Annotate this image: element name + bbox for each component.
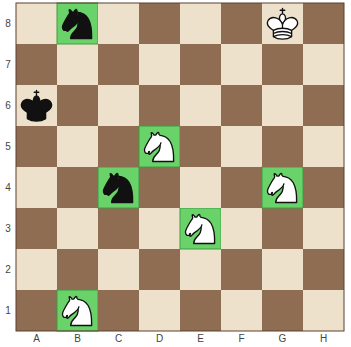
board-square bbox=[16, 44, 57, 85]
board-square bbox=[57, 167, 98, 208]
black-knight-piece bbox=[62, 9, 91, 38]
board-square bbox=[221, 44, 262, 85]
board-square bbox=[98, 249, 139, 290]
board-square bbox=[98, 167, 139, 208]
board-square bbox=[303, 126, 344, 167]
board-square bbox=[98, 208, 139, 249]
board-square bbox=[262, 290, 303, 331]
board-square bbox=[180, 126, 221, 167]
board-square bbox=[262, 208, 303, 249]
board-square bbox=[221, 85, 262, 126]
board-square bbox=[221, 3, 262, 44]
board-square bbox=[57, 290, 98, 331]
board-square bbox=[139, 85, 180, 126]
board-square bbox=[139, 3, 180, 44]
rank-label: 8 bbox=[5, 19, 11, 29]
board-square bbox=[221, 126, 262, 167]
board-square bbox=[221, 167, 262, 208]
file-label: F bbox=[238, 334, 244, 344]
board-square bbox=[139, 249, 180, 290]
board-square bbox=[303, 167, 344, 208]
board-square bbox=[57, 126, 98, 167]
white-knight-piece bbox=[144, 132, 173, 161]
board-square bbox=[98, 126, 139, 167]
board-square bbox=[139, 290, 180, 331]
board-square bbox=[303, 44, 344, 85]
file-label: D bbox=[156, 334, 163, 344]
board-square bbox=[16, 126, 57, 167]
board-square bbox=[57, 44, 98, 85]
board-square bbox=[57, 85, 98, 126]
board-square bbox=[57, 208, 98, 249]
board-square bbox=[16, 167, 57, 208]
board-square bbox=[98, 290, 139, 331]
board-square bbox=[303, 290, 344, 331]
black-king-piece bbox=[21, 90, 51, 121]
rank-label: 5 bbox=[5, 142, 11, 152]
board-square bbox=[262, 167, 303, 208]
file-label: C bbox=[115, 334, 122, 344]
board-square bbox=[139, 167, 180, 208]
white-king-piece bbox=[267, 8, 297, 39]
board-square bbox=[262, 44, 303, 85]
file-label: B bbox=[74, 334, 81, 344]
board-square bbox=[262, 3, 303, 44]
white-knight-piece bbox=[267, 173, 296, 202]
board-square bbox=[303, 85, 344, 126]
board-square bbox=[180, 85, 221, 126]
rank-label: 4 bbox=[5, 183, 11, 193]
board-square bbox=[16, 3, 57, 44]
board-square bbox=[57, 249, 98, 290]
file-label: E bbox=[197, 334, 204, 344]
board-square bbox=[180, 208, 221, 249]
board-square bbox=[98, 85, 139, 126]
board-square bbox=[16, 208, 57, 249]
board-square bbox=[180, 44, 221, 85]
board-square bbox=[303, 249, 344, 290]
board-square bbox=[221, 290, 262, 331]
board-square bbox=[98, 3, 139, 44]
white-knight-piece bbox=[185, 214, 214, 243]
board-square bbox=[16, 85, 57, 126]
board-square bbox=[139, 208, 180, 249]
board-square bbox=[180, 3, 221, 44]
rank-label: 1 bbox=[5, 306, 11, 316]
board-square bbox=[57, 3, 98, 44]
board-square bbox=[303, 208, 344, 249]
board-square bbox=[180, 167, 221, 208]
board-square bbox=[98, 44, 139, 85]
rank-label: 3 bbox=[5, 224, 11, 234]
rank-label: 2 bbox=[5, 265, 11, 275]
white-knight-piece bbox=[62, 296, 91, 325]
board-square bbox=[262, 249, 303, 290]
board-square bbox=[139, 44, 180, 85]
board-square bbox=[262, 85, 303, 126]
black-knight-piece bbox=[103, 173, 132, 202]
board-square bbox=[221, 208, 262, 249]
board-square bbox=[139, 126, 180, 167]
rank-label: 6 bbox=[5, 101, 11, 111]
file-label: G bbox=[279, 334, 287, 344]
board-square bbox=[180, 249, 221, 290]
rank-label: 7 bbox=[5, 60, 11, 70]
board-border bbox=[16, 3, 344, 331]
board-square bbox=[180, 290, 221, 331]
board-square bbox=[16, 249, 57, 290]
board-square bbox=[262, 126, 303, 167]
board-square bbox=[16, 290, 57, 331]
board-square bbox=[303, 3, 344, 44]
board-square bbox=[221, 249, 262, 290]
file-label: A bbox=[33, 334, 40, 344]
file-label: H bbox=[320, 334, 327, 344]
